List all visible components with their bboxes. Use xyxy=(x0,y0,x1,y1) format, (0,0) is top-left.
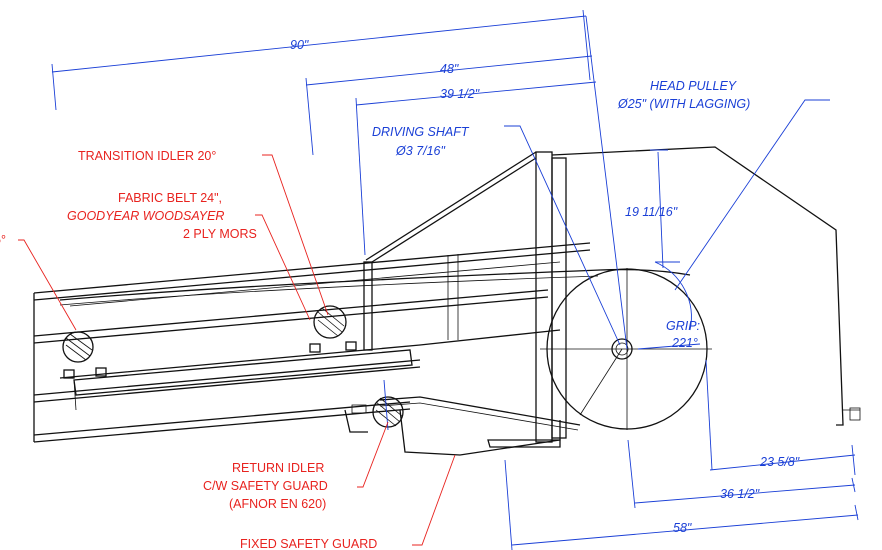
fabric-belt-line2: GOODYEAR WOODSAYER xyxy=(67,209,224,223)
cut-angle-label: 5° xyxy=(0,233,6,247)
conveyor-frame xyxy=(33,146,861,456)
grip-angle: 221° xyxy=(671,336,698,350)
callout-leaders xyxy=(18,154,456,546)
head-pulley-title: HEAD PULLEY xyxy=(650,79,738,93)
dim-right-c: 58" xyxy=(673,521,692,535)
transition-idler-label: TRANSITION IDLER 20° xyxy=(78,149,216,163)
head-pulley-spec: Ø25" (WITH LAGGING) xyxy=(617,97,750,111)
fabric-belt-line3: 2 PLY MORS xyxy=(183,227,257,241)
return-idler-line2: C/W SAFETY GUARD xyxy=(203,479,328,493)
dim-pulley-height: 19 11/16" xyxy=(625,205,678,219)
dim-head-to-idler: 48" xyxy=(440,62,459,76)
return-idler-line1: RETURN IDLER xyxy=(232,461,324,475)
idler-transition xyxy=(309,305,357,353)
return-idler-line3: (AFNOR EN 620) xyxy=(229,497,326,511)
dimension-lines xyxy=(51,9,859,550)
dim-right-b: 36 1/2" xyxy=(720,487,760,501)
dim-right-a: 23 5/8" xyxy=(759,455,800,469)
dim-head-to-return: 39 1/2" xyxy=(440,87,480,101)
grip-title: GRIP: xyxy=(666,319,700,333)
driving-shaft-spec: Ø3 7/16" xyxy=(395,144,445,158)
driving-shaft-title: DRIVING SHAFT xyxy=(372,125,470,139)
fabric-belt-line1: FABRIC BELT 24", xyxy=(118,191,222,205)
dim-overall-length: 90" xyxy=(290,38,309,52)
fixed-guard-label: FIXED SAFETY GUARD xyxy=(240,537,377,550)
idler-left xyxy=(62,331,107,379)
